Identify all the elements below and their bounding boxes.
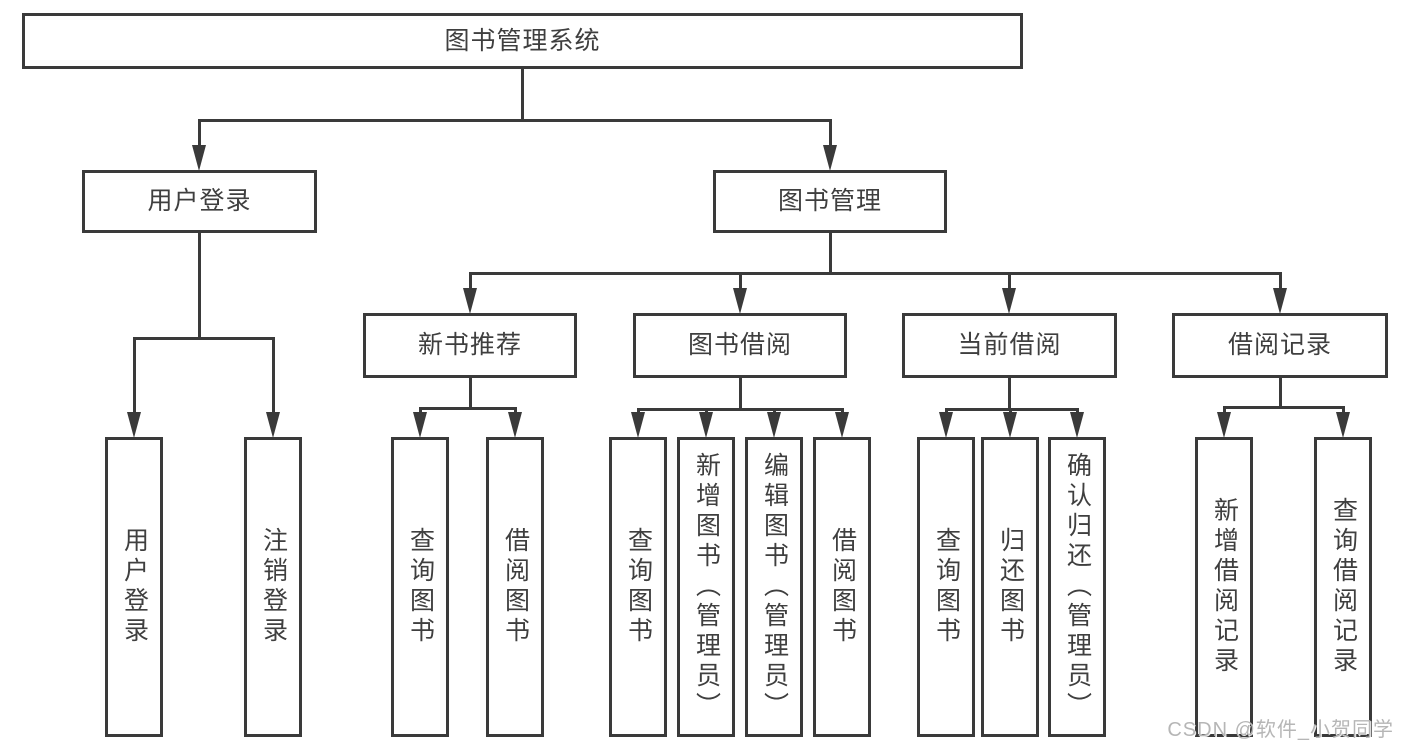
arrowhead-down-icon xyxy=(126,412,141,438)
edge-shaft xyxy=(132,337,136,417)
arrowhead-down-icon xyxy=(1002,412,1017,438)
node-leaf-bb-add: 新增图书（管理员） xyxy=(677,437,735,737)
node-label: 借阅图书 xyxy=(828,527,857,647)
edge-shaft xyxy=(1278,272,1282,293)
edge-shaft xyxy=(198,119,201,150)
arrowhead-down-icon xyxy=(834,412,849,438)
node-label: 用户登录 xyxy=(120,527,149,647)
node-leaf-user-login: 用户登录 xyxy=(105,437,163,737)
edge-trunk xyxy=(1278,378,1282,409)
arrowhead-down-icon xyxy=(938,412,953,438)
edge-bar xyxy=(198,119,832,122)
arrowhead-down-icon xyxy=(1335,412,1350,438)
edge-bar xyxy=(418,407,517,410)
node-user-login: 用户登录 xyxy=(82,170,317,233)
node-label: 编辑图书（管理员） xyxy=(760,452,789,722)
node-root: 图书管理系统 xyxy=(22,13,1023,69)
node-leaf-nb-query: 查询图书 xyxy=(391,437,449,737)
arrowhead-down-icon xyxy=(1216,412,1231,438)
node-label: 图书管理系统 xyxy=(444,26,601,55)
edge-shaft xyxy=(271,337,275,417)
edge-trunk xyxy=(738,378,742,411)
arrowhead-down-icon xyxy=(1272,288,1287,314)
node-label: 当前借阅 xyxy=(957,331,1062,360)
arrowhead-down-icon xyxy=(732,288,747,314)
edge-trunk xyxy=(1008,378,1011,411)
node-leaf-nb-borrow: 借阅图书 xyxy=(486,437,544,737)
node-label: 借阅记录 xyxy=(1227,331,1332,360)
arrowhead-down-icon xyxy=(507,412,522,438)
edge-shaft xyxy=(1222,406,1226,417)
node-label: 用户登录 xyxy=(147,187,252,216)
arrowhead-down-icon xyxy=(630,412,645,438)
edge-shaft xyxy=(828,119,832,150)
node-book-borrow: 图书借阅 xyxy=(633,313,847,378)
node-label: 借阅图书 xyxy=(501,527,530,647)
edge-shaft xyxy=(468,272,472,293)
node-label: 注销登录 xyxy=(259,527,288,647)
node-leaf-bb-query: 查询图书 xyxy=(609,437,667,737)
node-label: 查询借阅记录 xyxy=(1329,497,1358,677)
node-label: 新增借阅记录 xyxy=(1210,497,1239,677)
edge-bar xyxy=(636,408,844,411)
node-label: 查询图书 xyxy=(406,527,435,647)
arrowhead-down-icon xyxy=(265,412,280,438)
node-label: 图书管理 xyxy=(777,187,882,216)
node-label: 新增图书（管理员） xyxy=(692,452,721,722)
edge-trunk xyxy=(521,69,524,122)
arrowhead-down-icon xyxy=(698,412,713,438)
edge-bar xyxy=(132,337,275,340)
node-leaf-logout: 注销登录 xyxy=(244,437,302,737)
edge-bar xyxy=(944,408,1079,411)
edge-bar xyxy=(1222,406,1345,409)
node-label: 查询图书 xyxy=(932,527,961,647)
node-borrow-records: 借阅记录 xyxy=(1172,313,1388,378)
arrowhead-down-icon xyxy=(462,288,477,314)
arrowhead-down-icon xyxy=(1002,288,1016,314)
node-leaf-bb-borrow: 借阅图书 xyxy=(813,437,871,737)
node-new-books: 新书推荐 xyxy=(363,313,577,378)
arrowhead-down-icon xyxy=(192,145,206,171)
arrowhead-down-icon xyxy=(1069,412,1084,438)
node-leaf-br-query: 查询借阅记录 xyxy=(1314,437,1372,737)
node-book-mgmt: 图书管理 xyxy=(713,170,947,233)
csdn-watermark: CSDN @软件_小贺同学 xyxy=(1167,719,1394,741)
node-leaf-cb-query: 查询图书 xyxy=(917,437,975,737)
edge-bar xyxy=(468,272,1282,275)
arrowhead-down-icon xyxy=(766,412,781,438)
node-label: 确认归还（管理员） xyxy=(1063,452,1092,722)
node-current-borrow: 当前借阅 xyxy=(902,313,1117,378)
node-leaf-bb-edit: 编辑图书（管理员） xyxy=(745,437,803,737)
edge-trunk xyxy=(198,233,201,340)
node-leaf-cb-confirm: 确认归还（管理员） xyxy=(1048,437,1106,737)
node-label: 查询图书 xyxy=(624,527,653,647)
node-label: 新书推荐 xyxy=(417,331,522,360)
arrowhead-down-icon xyxy=(412,412,427,438)
edge-shaft xyxy=(738,272,742,293)
edge-trunk xyxy=(468,378,472,410)
node-leaf-cb-return: 归还图书 xyxy=(981,437,1039,737)
node-label: 归还图书 xyxy=(996,527,1025,647)
edge-shaft xyxy=(1008,272,1011,293)
edge-shaft xyxy=(1341,406,1345,417)
edge-trunk xyxy=(828,233,832,275)
node-label: 图书借阅 xyxy=(687,331,792,360)
arrowhead-down-icon xyxy=(822,145,837,171)
node-leaf-br-add: 新增借阅记录 xyxy=(1195,437,1253,737)
